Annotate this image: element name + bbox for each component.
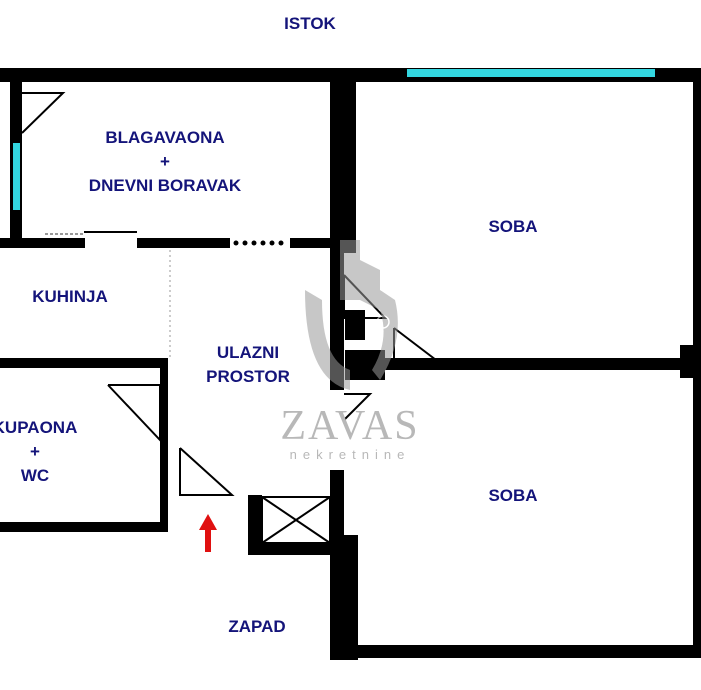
watermark-title: ZAVAS: [280, 403, 420, 449]
living-room-label-line3: DNEVNI BORAVAK: [88, 176, 242, 195]
bathroom-label-line1: KUPAONA: [0, 418, 78, 437]
dotted-openings: [233, 240, 284, 246]
bathroom-label: KUPAONA + WC: [0, 416, 77, 488]
entrance-label-line1: ULAZNI: [216, 343, 280, 362]
living-room-label-plus: +: [160, 152, 170, 171]
watermark-subtitle: nekretnine: [289, 447, 411, 462]
entrance-label-line2: PROSTOR: [206, 367, 290, 386]
room-bottom-label: SOBA: [488, 486, 538, 505]
entrance-label: ULAZNI PROSTOR: [206, 341, 290, 389]
doors: [21, 92, 439, 544]
living-room-label: BLAGAVAONA + DNEVNI BORAVAK: [89, 126, 241, 198]
orientation-bottom-label: ZAPAD: [228, 617, 286, 636]
entrance-arrow-icon: [199, 514, 217, 552]
bathroom-label-plus: +: [30, 442, 40, 461]
orientation-top-label: ISTOK: [284, 14, 336, 33]
living-room-label-line1: BLAGAVAONA: [105, 128, 225, 147]
bathroom-label-line3: WC: [20, 466, 50, 485]
watermark-logo-icon: [305, 240, 398, 390]
kitchen-label: KUHINJA: [32, 287, 108, 306]
room-top-label: SOBA: [488, 217, 538, 236]
windows: [13, 69, 655, 210]
